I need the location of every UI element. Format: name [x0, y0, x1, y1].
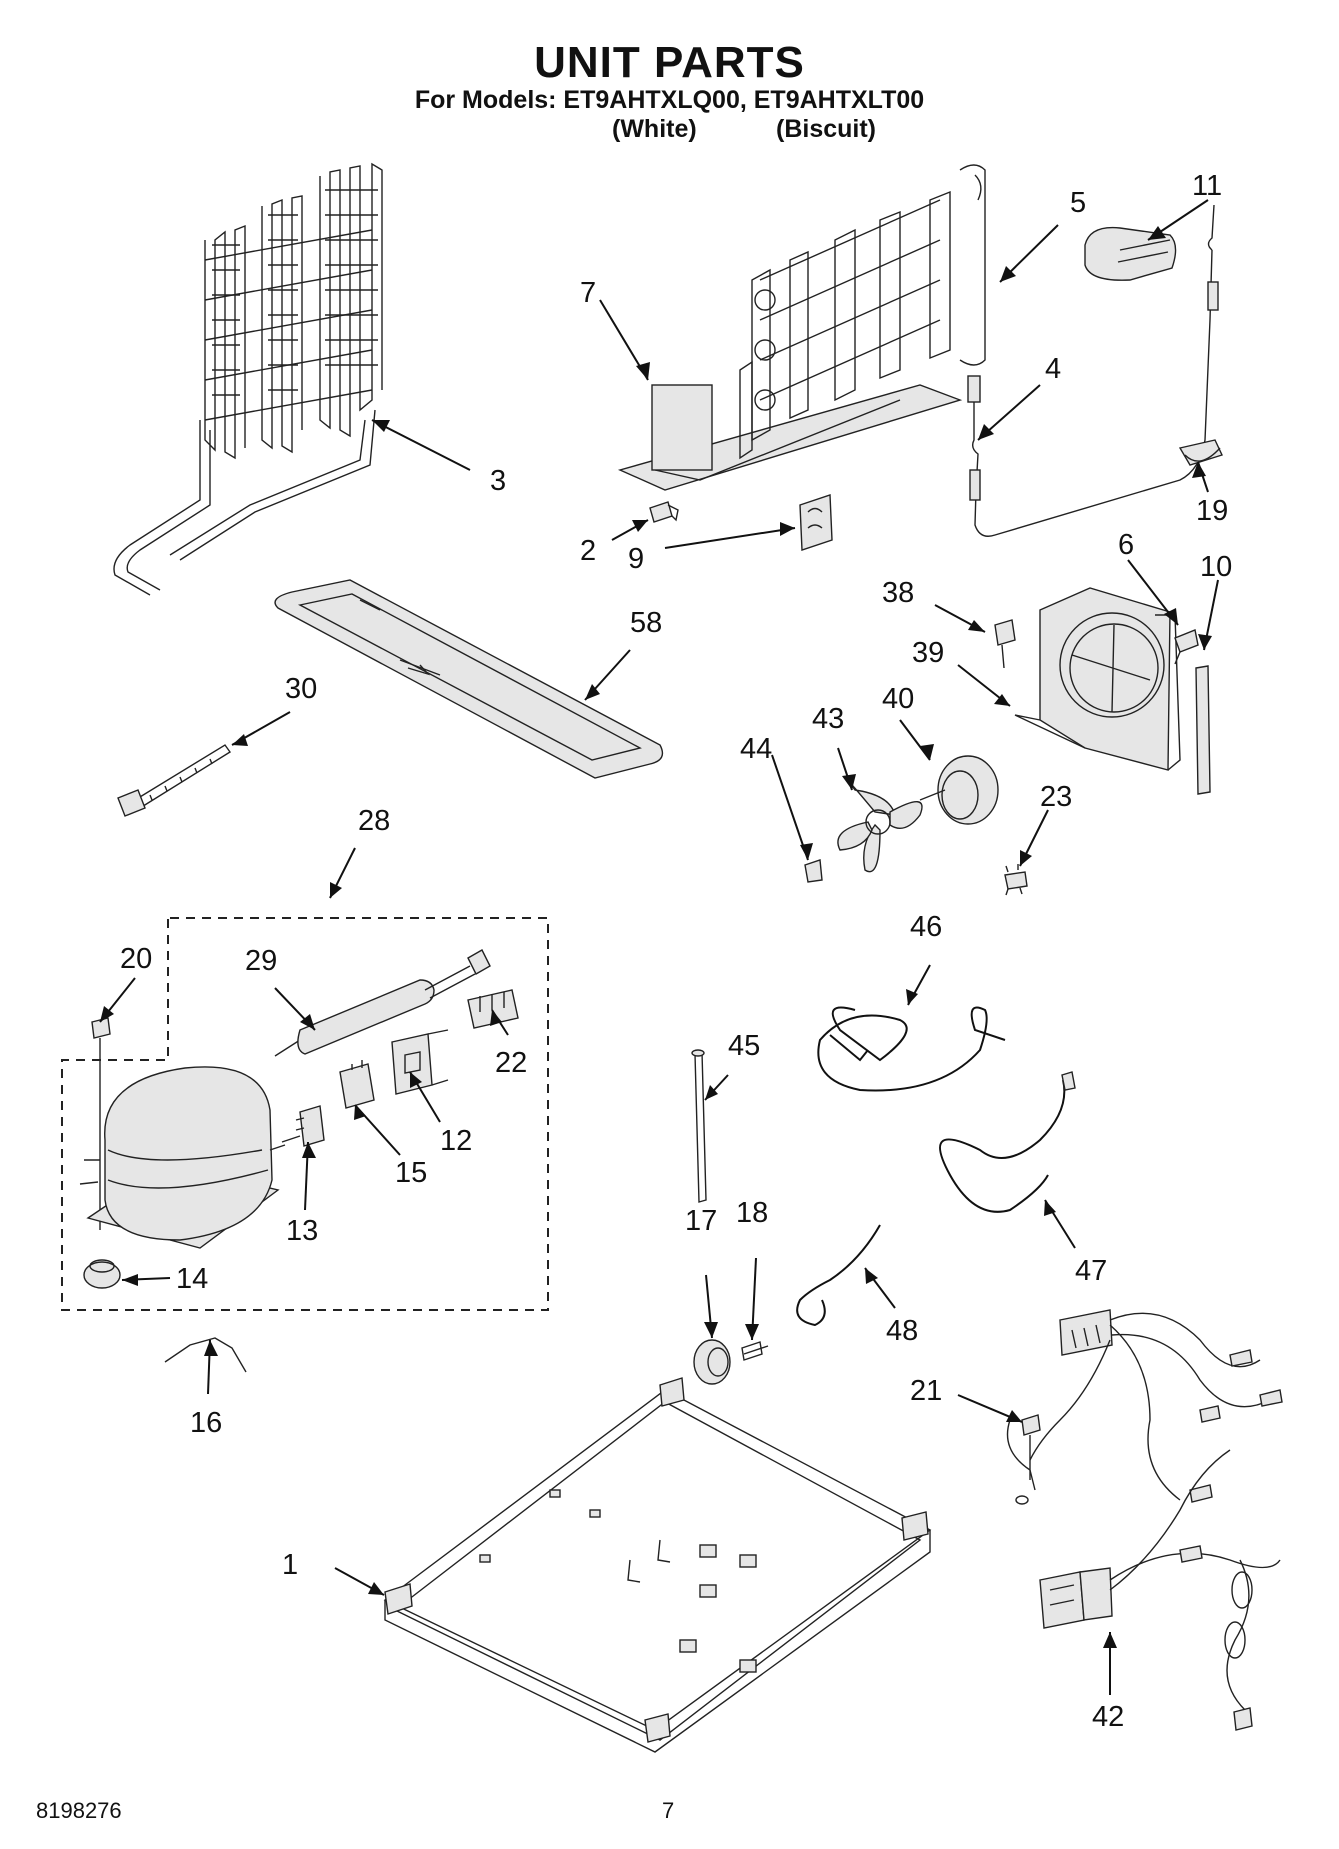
base-frame-part-1	[383, 1377, 932, 1753]
fan-motor-part-40	[919, 755, 999, 825]
clip-part-16	[164, 1337, 247, 1373]
callout-17: 17	[685, 1205, 717, 1237]
callout-10: 10	[1200, 551, 1232, 583]
page-number: 7	[662, 1798, 675, 1823]
roller-part-17	[693, 1339, 731, 1385]
strip-part-10	[1195, 665, 1211, 795]
fan-shroud-part-39	[1014, 587, 1181, 771]
drain-pan-part-58	[274, 579, 664, 779]
callout-39: 39	[912, 637, 944, 669]
callout-6: 6	[1118, 529, 1134, 561]
callout-48: 48	[886, 1315, 918, 1347]
arrow-heads	[100, 226, 1212, 1648]
callout-1: 1	[282, 1549, 298, 1581]
callout-15: 15	[395, 1157, 427, 1189]
callout-30: 30	[285, 673, 317, 705]
relay-cover-part-12	[391, 1029, 449, 1095]
callout-16: 16	[190, 1407, 222, 1439]
cable-tie-part-30	[117, 744, 232, 817]
relay-part-13	[281, 1105, 325, 1147]
screw-part-38	[994, 619, 1016, 669]
condenser-coil-part	[113, 162, 383, 596]
callout-29: 29	[245, 945, 277, 977]
callout-7: 7	[580, 277, 596, 309]
page-title: UNIT PARTS	[534, 38, 805, 87]
compressor-kit-boundary-part-28	[61, 917, 549, 1311]
models-line: For Models: ET9AHTXLQ00, ET9AHTXLT00	[414, 86, 925, 114]
overload-part-15	[339, 1060, 375, 1109]
tube-part-48	[796, 1224, 881, 1327]
callout-14: 14	[176, 1263, 208, 1295]
drier-part-29	[274, 949, 491, 1057]
callout-44: 44	[740, 733, 772, 765]
pin-part-45	[691, 1049, 707, 1203]
tube-part-47	[939, 1071, 1076, 1213]
callout-4: 4	[1045, 353, 1061, 385]
clip-part-19	[1178, 439, 1223, 466]
bracket-part-9	[799, 494, 833, 551]
callout-23: 23	[1040, 781, 1072, 813]
thermistor-wire-part	[967, 204, 1219, 537]
cap-part-11	[1084, 226, 1177, 281]
callout-13: 13	[286, 1215, 318, 1247]
callout-11: 11	[1192, 170, 1222, 202]
callout-3: 3	[490, 465, 506, 497]
callout-42: 42	[1092, 1701, 1124, 1733]
callout-21: 21	[910, 1375, 942, 1407]
callout-12: 12	[440, 1125, 472, 1157]
callout-18: 18	[736, 1197, 768, 1229]
document-number: 8198276	[36, 1798, 122, 1823]
callout-19: 19	[1196, 495, 1228, 527]
callout-46: 46	[910, 911, 942, 943]
screw-part-6	[1174, 629, 1199, 665]
callout-2: 2	[580, 535, 596, 567]
callout-38: 38	[882, 577, 914, 609]
callout-5: 5	[1070, 187, 1086, 219]
callout-43: 43	[812, 703, 844, 735]
callout-58: 58	[630, 607, 662, 639]
callout-9: 9	[628, 543, 644, 575]
fan-blade-part-43	[837, 783, 923, 873]
callout-20: 20	[120, 943, 152, 975]
screw-part-20	[91, 1017, 111, 1230]
callout-22: 22	[495, 1047, 527, 1079]
callout-45: 45	[728, 1030, 760, 1062]
ground-screw-part-21	[1021, 1414, 1041, 1480]
capacitor-part-22	[467, 989, 519, 1029]
grommet-part-14	[83, 1259, 121, 1289]
connector-part-23	[1004, 864, 1028, 896]
callout-28: 28	[358, 805, 390, 837]
variant-white: (White)	[612, 115, 697, 143]
tube-part-46	[817, 1006, 1006, 1092]
axle-part-18	[741, 1341, 769, 1361]
callout-numbers: 7 5 11 4 3 2 9 19 6 10 38 39 58 30 40 43…	[120, 170, 1232, 1733]
compressor-part	[79, 1066, 286, 1249]
callout-40: 40	[882, 683, 914, 715]
screw-part-2	[649, 501, 679, 523]
wire-harness-part-42	[1006, 1309, 1283, 1731]
evaporator-coil-part	[617, 164, 986, 491]
variant-biscuit: (Biscuit)	[776, 115, 876, 143]
callout-47: 47	[1075, 1255, 1107, 1287]
clip-part-44	[804, 859, 823, 883]
